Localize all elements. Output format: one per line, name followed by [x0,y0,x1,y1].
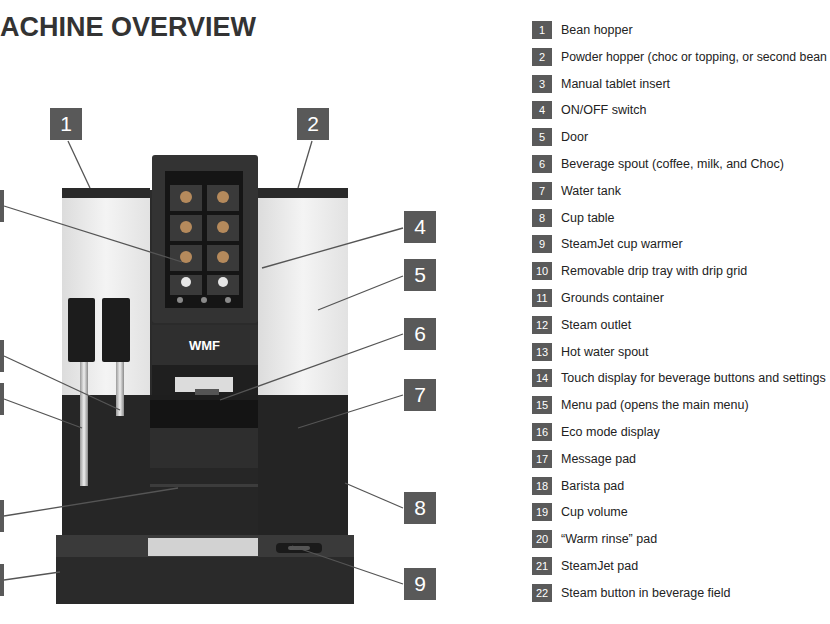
legend-item: 20“Warm rinse” pad [532,530,552,548]
part-number: 16 [536,426,548,438]
part-name: Water tank [561,182,621,200]
part-name: Touch display for beverage buttons and s… [561,369,826,387]
part-name: Barista pad [561,477,624,495]
part-name: SteamJet cup warmer [561,235,683,253]
callout-number: 7 [404,379,436,411]
callout-number: 4 [404,211,436,243]
part-name: Menu pad (opens the main menu) [561,396,749,414]
legend-item: 2Powder hopper (choc or topping, or seco… [532,48,552,66]
legend-item: 1Bean hopper [532,21,552,39]
part-number: 2 [539,51,545,63]
part-number: 1 [539,24,545,36]
part-number: 13 [536,346,548,358]
legend-item: 21SteamJet pad [532,557,552,575]
diagram-title: ACHINE OVERVIEW [0,12,256,43]
logo-text: WMF [189,338,220,353]
part-number: 6 [539,158,545,170]
legend-item: 15Menu pad (opens the main menu) [532,396,552,414]
callout-number: 1 [50,108,82,140]
part-number: 9 [414,572,426,596]
legend-item: 14Touch display for beverage buttons and… [532,369,552,387]
part-number: 18 [536,480,548,492]
part-number: 14 [536,372,548,384]
callout-number: 2 [297,108,329,140]
part-name: Bean hopper [561,21,633,39]
legend-item: 18Barista pad [532,477,552,495]
part-number: 20 [536,533,548,545]
part-name: Eco mode display [561,423,660,441]
part-number: 8 [539,212,545,224]
part-name: “Warm rinse” pad [561,530,657,548]
part-name: ON/OFF switch [561,101,646,119]
part-number: 3 [539,78,545,90]
part-number: 19 [536,506,548,518]
part-name: Hot water spout [561,343,649,361]
part-number: 2 [307,112,319,136]
part-number: 1 [60,112,72,136]
part-name: Door [561,128,588,146]
part-name: Powder hopper (choc or topping, or secon… [561,48,827,66]
part-number: 17 [536,453,548,465]
legend-item: 3Manual tablet insert [532,75,552,93]
part-name: Steam button in beverage field [561,584,731,602]
legend-item: 12Steam outlet [532,316,552,334]
callout-number: 6 [404,318,436,350]
part-name: SteamJet pad [561,557,638,575]
part-name: Steam outlet [561,316,631,334]
part-number: 7 [414,383,426,407]
part-number: 5 [539,131,545,143]
legend-item: 11Grounds container [532,289,552,307]
part-number: 9 [539,238,545,250]
part-name: Grounds container [561,289,664,307]
part-number: 12 [536,319,548,331]
legend-item: 6Beverage spout (coffee, milk, and Choc) [532,155,552,173]
part-number: 6 [414,322,426,346]
part-number: 7 [539,185,545,197]
part-name: Message pad [561,450,636,468]
legend-item: 17Message pad [532,450,552,468]
callout-number: 8 [404,492,436,524]
part-number: 8 [414,496,426,520]
legend-item: 19Cup volume [532,503,552,521]
part-number: 4 [414,215,426,239]
part-name: Cup table [561,209,615,227]
part-number: 10 [536,265,548,277]
part-name: Removable drip tray with drip grid [561,262,747,280]
legend-item: 16Eco mode display [532,423,552,441]
callout-number: 9 [404,568,436,600]
part-number: 5 [414,263,426,287]
cut-callout [0,190,4,596]
leader-line [4,141,403,584]
legend-item: 8Cup table [532,209,552,227]
callout-number: 5 [404,259,436,291]
part-number: 22 [536,587,548,599]
legend-item: 22Steam button in beverage field [532,584,552,602]
part-number: 4 [539,104,545,116]
legend-item: 4ON/OFF switch [532,101,552,119]
part-name: Beverage spout (coffee, milk, and Choc) [561,155,784,173]
legend-item: 9SteamJet cup warmer [532,235,552,253]
legend-item: 10Removable drip tray with drip grid [532,262,552,280]
part-name: Manual tablet insert [561,75,670,93]
part-name: Cup volume [561,503,628,521]
part-number: 15 [536,399,548,411]
part-number: 11 [536,292,547,304]
legend-item: 7Water tank [532,182,552,200]
part-number: 21 [536,560,548,572]
legend-item: 13Hot water spout [532,343,552,361]
legend-item: 5Door [532,128,552,146]
